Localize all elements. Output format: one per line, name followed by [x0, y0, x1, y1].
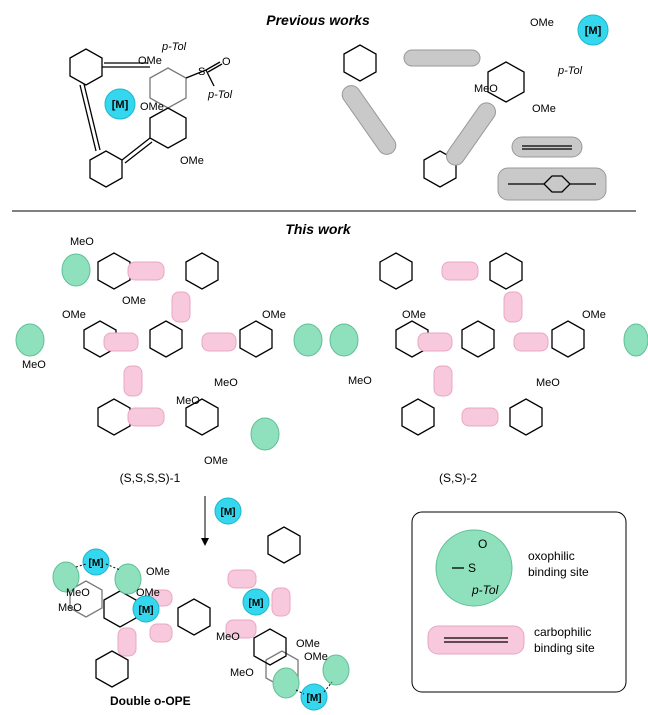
alkyne-2-a — [441, 261, 479, 281]
metal-c-left-label: [M] — [139, 605, 154, 616]
metal-label-right: [M] — [585, 25, 602, 37]
meo-c-c: MeO — [216, 631, 240, 643]
legend-oxophilic-sphere — [435, 529, 513, 607]
alkyne-c-d — [271, 587, 291, 617]
alkyne-1-f — [123, 365, 143, 397]
legend-oxophilic-line2: binding site — [528, 565, 589, 579]
legend-box: S O p-Tol oxophilic binding site carboph… — [411, 511, 627, 693]
metal-c-top-label: [M] — [89, 558, 104, 569]
previous-macrocycle-left: S O p-Tol p-Tol OMe OMe OMe [M] — [69, 41, 233, 188]
oxygen-label: O — [222, 56, 231, 68]
sulfoxide-1-a — [61, 253, 91, 287]
meo-2-a: MeO — [348, 375, 372, 387]
sulfoxide-1-b — [15, 323, 45, 357]
legend-carbophilic-line1: carbophilic — [534, 625, 591, 639]
legend-tube-alkyne — [511, 136, 583, 158]
alkyne-2-d — [461, 407, 499, 427]
this-work-heading: This work — [285, 221, 352, 237]
metal-c-top — [82, 548, 110, 576]
reagent-metal — [214, 497, 242, 525]
metal-c-bottom — [300, 683, 328, 711]
tube-right — [446, 102, 496, 166]
legend-oxophilic-line1: oxophilic — [528, 549, 575, 563]
ome-2-a: OMe — [402, 309, 426, 321]
meo-c-b: MeO — [58, 602, 82, 614]
legend-carbophilic-swatch — [427, 625, 525, 655]
meo-1-a: MeO — [70, 236, 94, 248]
ptol-label-right: p-Tol — [557, 65, 583, 77]
sulfoxide-c-b — [114, 563, 142, 595]
alkyne-2-b — [417, 332, 453, 352]
legend-o: O — [478, 537, 487, 551]
compound-2: OMe MeO OMe MeO (S,S)-2 — [329, 252, 648, 485]
double-ope-complex: [M] [M] [M] [M] OMe MeO MeO OMe MeO OMe … — [52, 526, 350, 711]
double-ope-label: Double o-OPE — [110, 694, 191, 708]
meo-c-a: MeO — [66, 587, 90, 599]
legend-s: S — [468, 561, 476, 575]
compound-1: MeO OMe OMe MeO OMe MeO MeO OMe (S,S,S,S… — [15, 236, 323, 485]
meo-1-b: MeO — [22, 359, 46, 371]
ome-c-c: OMe — [296, 638, 320, 650]
reagent-metal-label: [M] — [221, 507, 236, 518]
ome-c-d: OMe — [304, 651, 328, 663]
sulfoxide-c-c — [272, 667, 300, 699]
meo-c-d: MeO — [230, 667, 254, 679]
metal-c-left — [132, 595, 160, 623]
sulfoxide-2-a — [329, 323, 359, 357]
ptol-label-left: p-Tol — [207, 89, 233, 101]
previous-macrocycle-right: [M] OMe MeO OMe p-Tol — [341, 14, 609, 201]
metal-center-right — [577, 14, 609, 46]
legend-ptol: p-Tol — [471, 583, 499, 597]
metal-c-bottom-label: [M] — [307, 693, 322, 704]
meo-2-b: MeO — [536, 377, 560, 389]
metal-c-right-label: [M] — [249, 598, 264, 609]
sulfoxide-1-d — [250, 417, 280, 451]
sulfoxide-c-d — [322, 654, 350, 686]
alkyne-1-c — [201, 332, 237, 352]
alkyne-c-a — [117, 627, 137, 657]
alkyne-2-e — [503, 291, 523, 323]
ome-1-d: OMe — [204, 455, 228, 467]
ome-grey-label-left: OMe — [138, 55, 162, 67]
tube-top — [403, 49, 481, 67]
alkyne-1-e — [171, 291, 191, 323]
sulfoxide-c-a — [52, 561, 80, 593]
ome-1-b: OMe — [62, 309, 86, 321]
sulfoxide-2-b — [623, 323, 648, 357]
tube-left — [341, 85, 397, 155]
alkyne-1-b — [103, 332, 139, 352]
ome-label-left-2: OMe — [180, 155, 204, 167]
meo-1-d: MeO — [176, 395, 200, 407]
ome-c-a: OMe — [146, 566, 170, 578]
meo-label-right-1: MeO — [474, 83, 498, 95]
alkyne-c-e — [225, 619, 257, 639]
alkyne-c-b — [149, 623, 173, 643]
compound-1-label: (S,S,S,S)-1 — [120, 471, 181, 485]
ome-1-a: OMe — [122, 295, 146, 307]
legend-tube-phenyl — [497, 167, 607, 201]
sulfur-label: S — [198, 66, 205, 78]
ome-c-b: OMe — [136, 587, 160, 599]
legend-carbophilic-line2: binding site — [534, 641, 595, 655]
metal-center-left — [104, 88, 136, 120]
alkyne-c-c — [227, 569, 257, 589]
metal-label-left: [M] — [112, 99, 129, 111]
ome-label-left-1: OMe — [140, 101, 164, 113]
reaction-arrow: [M] — [201, 496, 242, 546]
compound-2-label: (S,S)-2 — [439, 471, 477, 485]
alkyne-2-f — [433, 365, 453, 397]
alkyne-1-a — [127, 261, 165, 281]
metal-c-right — [242, 588, 270, 616]
alkyne-1-d — [127, 407, 165, 427]
ome-1-c: OMe — [262, 309, 286, 321]
meo-1-c: MeO — [214, 377, 238, 389]
ome-2-b: OMe — [582, 309, 606, 321]
previous-works-heading: Previous works — [266, 12, 370, 28]
sulfoxide-1-c — [293, 323, 323, 357]
ome-label-right-1: OMe — [530, 17, 554, 29]
alkyne-2-c — [513, 332, 549, 352]
ome-label-right-2: OMe — [532, 103, 556, 115]
ptol-grey-label-left: p-Tol — [161, 41, 187, 53]
